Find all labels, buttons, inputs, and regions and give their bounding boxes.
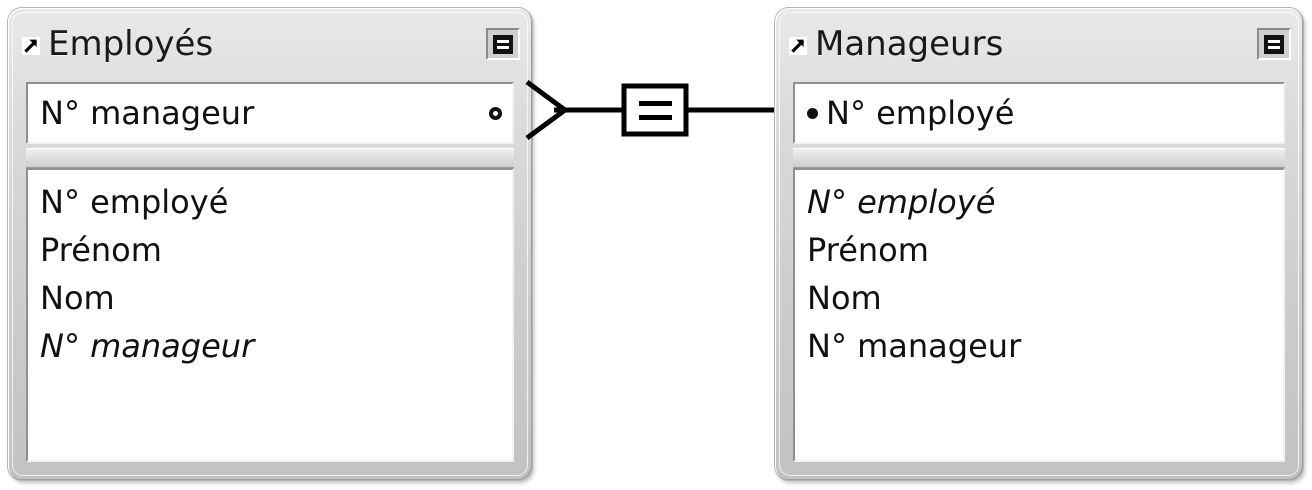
list-menu-glyph <box>493 34 513 54</box>
list-item[interactable]: Nom <box>807 279 882 317</box>
table-window-manageurs[interactable]: Manageurs N° employé N° employé Prénom N… <box>775 8 1303 480</box>
list-item[interactable]: N° employé <box>807 183 996 221</box>
open-window-arrow-icon[interactable] <box>785 32 811 58</box>
list-item[interactable]: N° employé <box>40 183 229 221</box>
list-menu-icon[interactable] <box>1257 28 1291 60</box>
list-item[interactable]: N° manageur <box>40 327 255 365</box>
crows-foot-icon <box>525 79 567 141</box>
field-list-employes[interactable]: N° employé Prénom Nom N° manageur <box>26 168 514 462</box>
equals-bar-top <box>639 101 672 106</box>
section-separator-employes <box>26 148 514 168</box>
list-menu-icon[interactable] <box>486 28 520 60</box>
key-field-label: N° employé <box>826 94 1015 132</box>
key-field-row-employes[interactable]: N° manageur <box>26 82 514 144</box>
relationship-connector[interactable] <box>524 60 786 170</box>
equals-operator-box <box>621 83 689 137</box>
list-item[interactable]: N° manageur <box>807 327 1022 365</box>
titlebar-manageurs[interactable]: Manageurs <box>785 14 1293 74</box>
list-item[interactable]: Prénom <box>807 231 929 269</box>
equals-bar-bottom <box>639 115 672 120</box>
table-window-employes[interactable]: Employés N° manageur N° employé Prénom N… <box>8 8 532 480</box>
key-field-label: N° manageur <box>40 94 255 132</box>
list-item[interactable]: Nom <box>40 279 115 317</box>
open-window-arrow-icon[interactable] <box>18 32 44 58</box>
solid-dot-icon <box>807 107 818 119</box>
table-title: Manageurs <box>815 24 1004 64</box>
hollow-circle-icon <box>489 106 502 120</box>
table-title: Employés <box>48 24 214 64</box>
list-menu-glyph <box>1264 34 1284 54</box>
section-separator-manageurs <box>793 148 1285 168</box>
key-field-row-manageurs[interactable]: N° employé <box>793 82 1285 144</box>
list-item[interactable]: Prénom <box>40 231 162 269</box>
field-list-manageurs[interactable]: N° employé Prénom Nom N° manageur <box>793 168 1285 462</box>
titlebar-employes[interactable]: Employés <box>18 14 522 74</box>
